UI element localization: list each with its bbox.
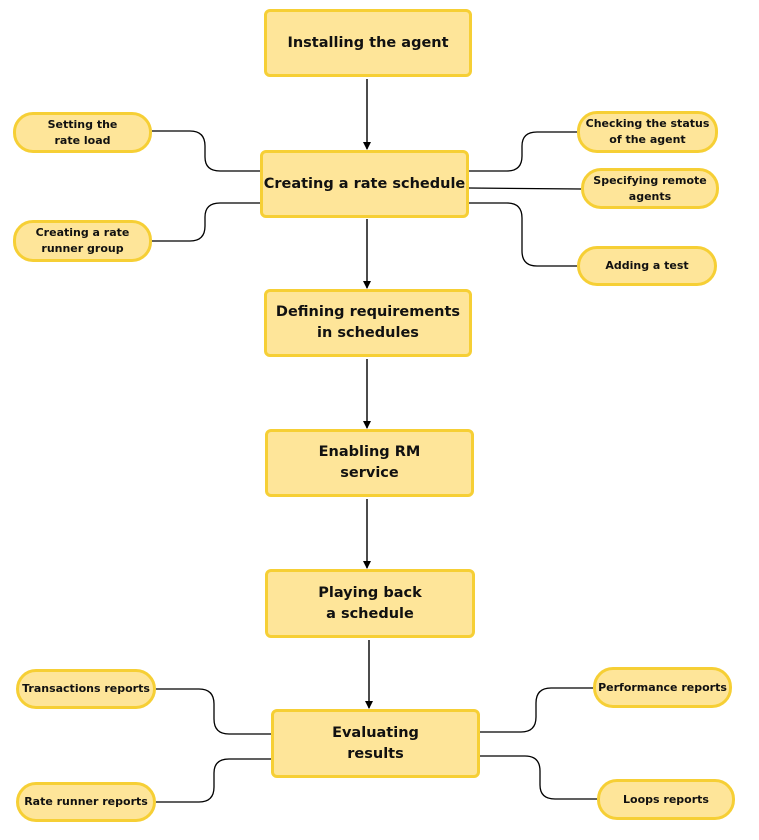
option-label-line: runner group	[41, 242, 124, 255]
step-label-line: results	[347, 745, 404, 762]
step-label-line: a schedule	[326, 605, 414, 622]
option-specifying-remote-agents: Specifying remote agents	[581, 168, 719, 209]
report-label: Performance reports	[598, 680, 727, 694]
step-defining-requirements: Defining requirements in schedules	[264, 289, 472, 357]
option-label-line: rate load	[54, 133, 111, 147]
option-label-line: Setting the	[47, 117, 118, 131]
option-label-line: agents	[628, 189, 672, 203]
step-label-line: Evaluating	[332, 724, 419, 741]
connector-specifying-remote	[468, 187, 582, 190]
option-label-line: Checking the status	[585, 117, 710, 130]
step-creating-rate-schedule: Creating a rate schedule	[260, 150, 469, 218]
report-label: Loops reports	[623, 792, 709, 806]
step-label-line: Creating a rate schedule	[263, 175, 466, 192]
report-rate-runner: Rate runner reports	[16, 782, 156, 822]
connector-adding-test	[469, 202, 577, 267]
step-evaluating-results: Evaluating results	[271, 709, 480, 778]
report-label: Rate runner reports	[24, 795, 148, 808]
option-adding-test: Adding a test	[577, 246, 717, 286]
connector-setting-rate-load	[152, 130, 260, 172]
option-setting-rate-load: Setting the rate load	[13, 112, 152, 153]
connector-rate-runner-reports	[156, 758, 271, 803]
connector-performance-reports	[480, 687, 593, 733]
option-creating-runner-group: Creating a rate runner group	[13, 220, 152, 262]
connector-creating-runner-group	[152, 202, 260, 242]
option-label-line: Adding a test	[605, 259, 689, 272]
report-transactions: Transactions reports	[16, 669, 156, 709]
option-label-line: Creating a rate	[35, 226, 130, 239]
step-label-line: Installing the agent	[287, 34, 449, 51]
report-performance: Performance reports	[593, 667, 732, 708]
step-label-line: Enabling RM	[318, 444, 421, 460]
step-playing-back-schedule: Playing back a schedule	[265, 569, 475, 638]
step-label-line: in schedules	[317, 325, 419, 341]
connector-checking-status	[469, 131, 577, 172]
step-installing-agent: Installing the agent	[264, 9, 472, 77]
connector-transactions-reports	[156, 688, 271, 735]
report-label: Transactions reports	[22, 682, 150, 695]
option-label-line: Specifying remote	[593, 173, 707, 187]
option-label-line: of the agent	[609, 133, 686, 146]
step-label-line: Playing back	[318, 584, 422, 601]
option-checking-agent-status: Checking the status of the agent	[577, 111, 718, 153]
step-enabling-rm-service: Enabling RM service	[265, 429, 474, 497]
step-label-line: service	[340, 465, 399, 481]
step-label-line: Defining requirements	[275, 304, 461, 320]
connector-loops-reports	[480, 755, 597, 800]
report-loops: Loops reports	[597, 779, 735, 820]
